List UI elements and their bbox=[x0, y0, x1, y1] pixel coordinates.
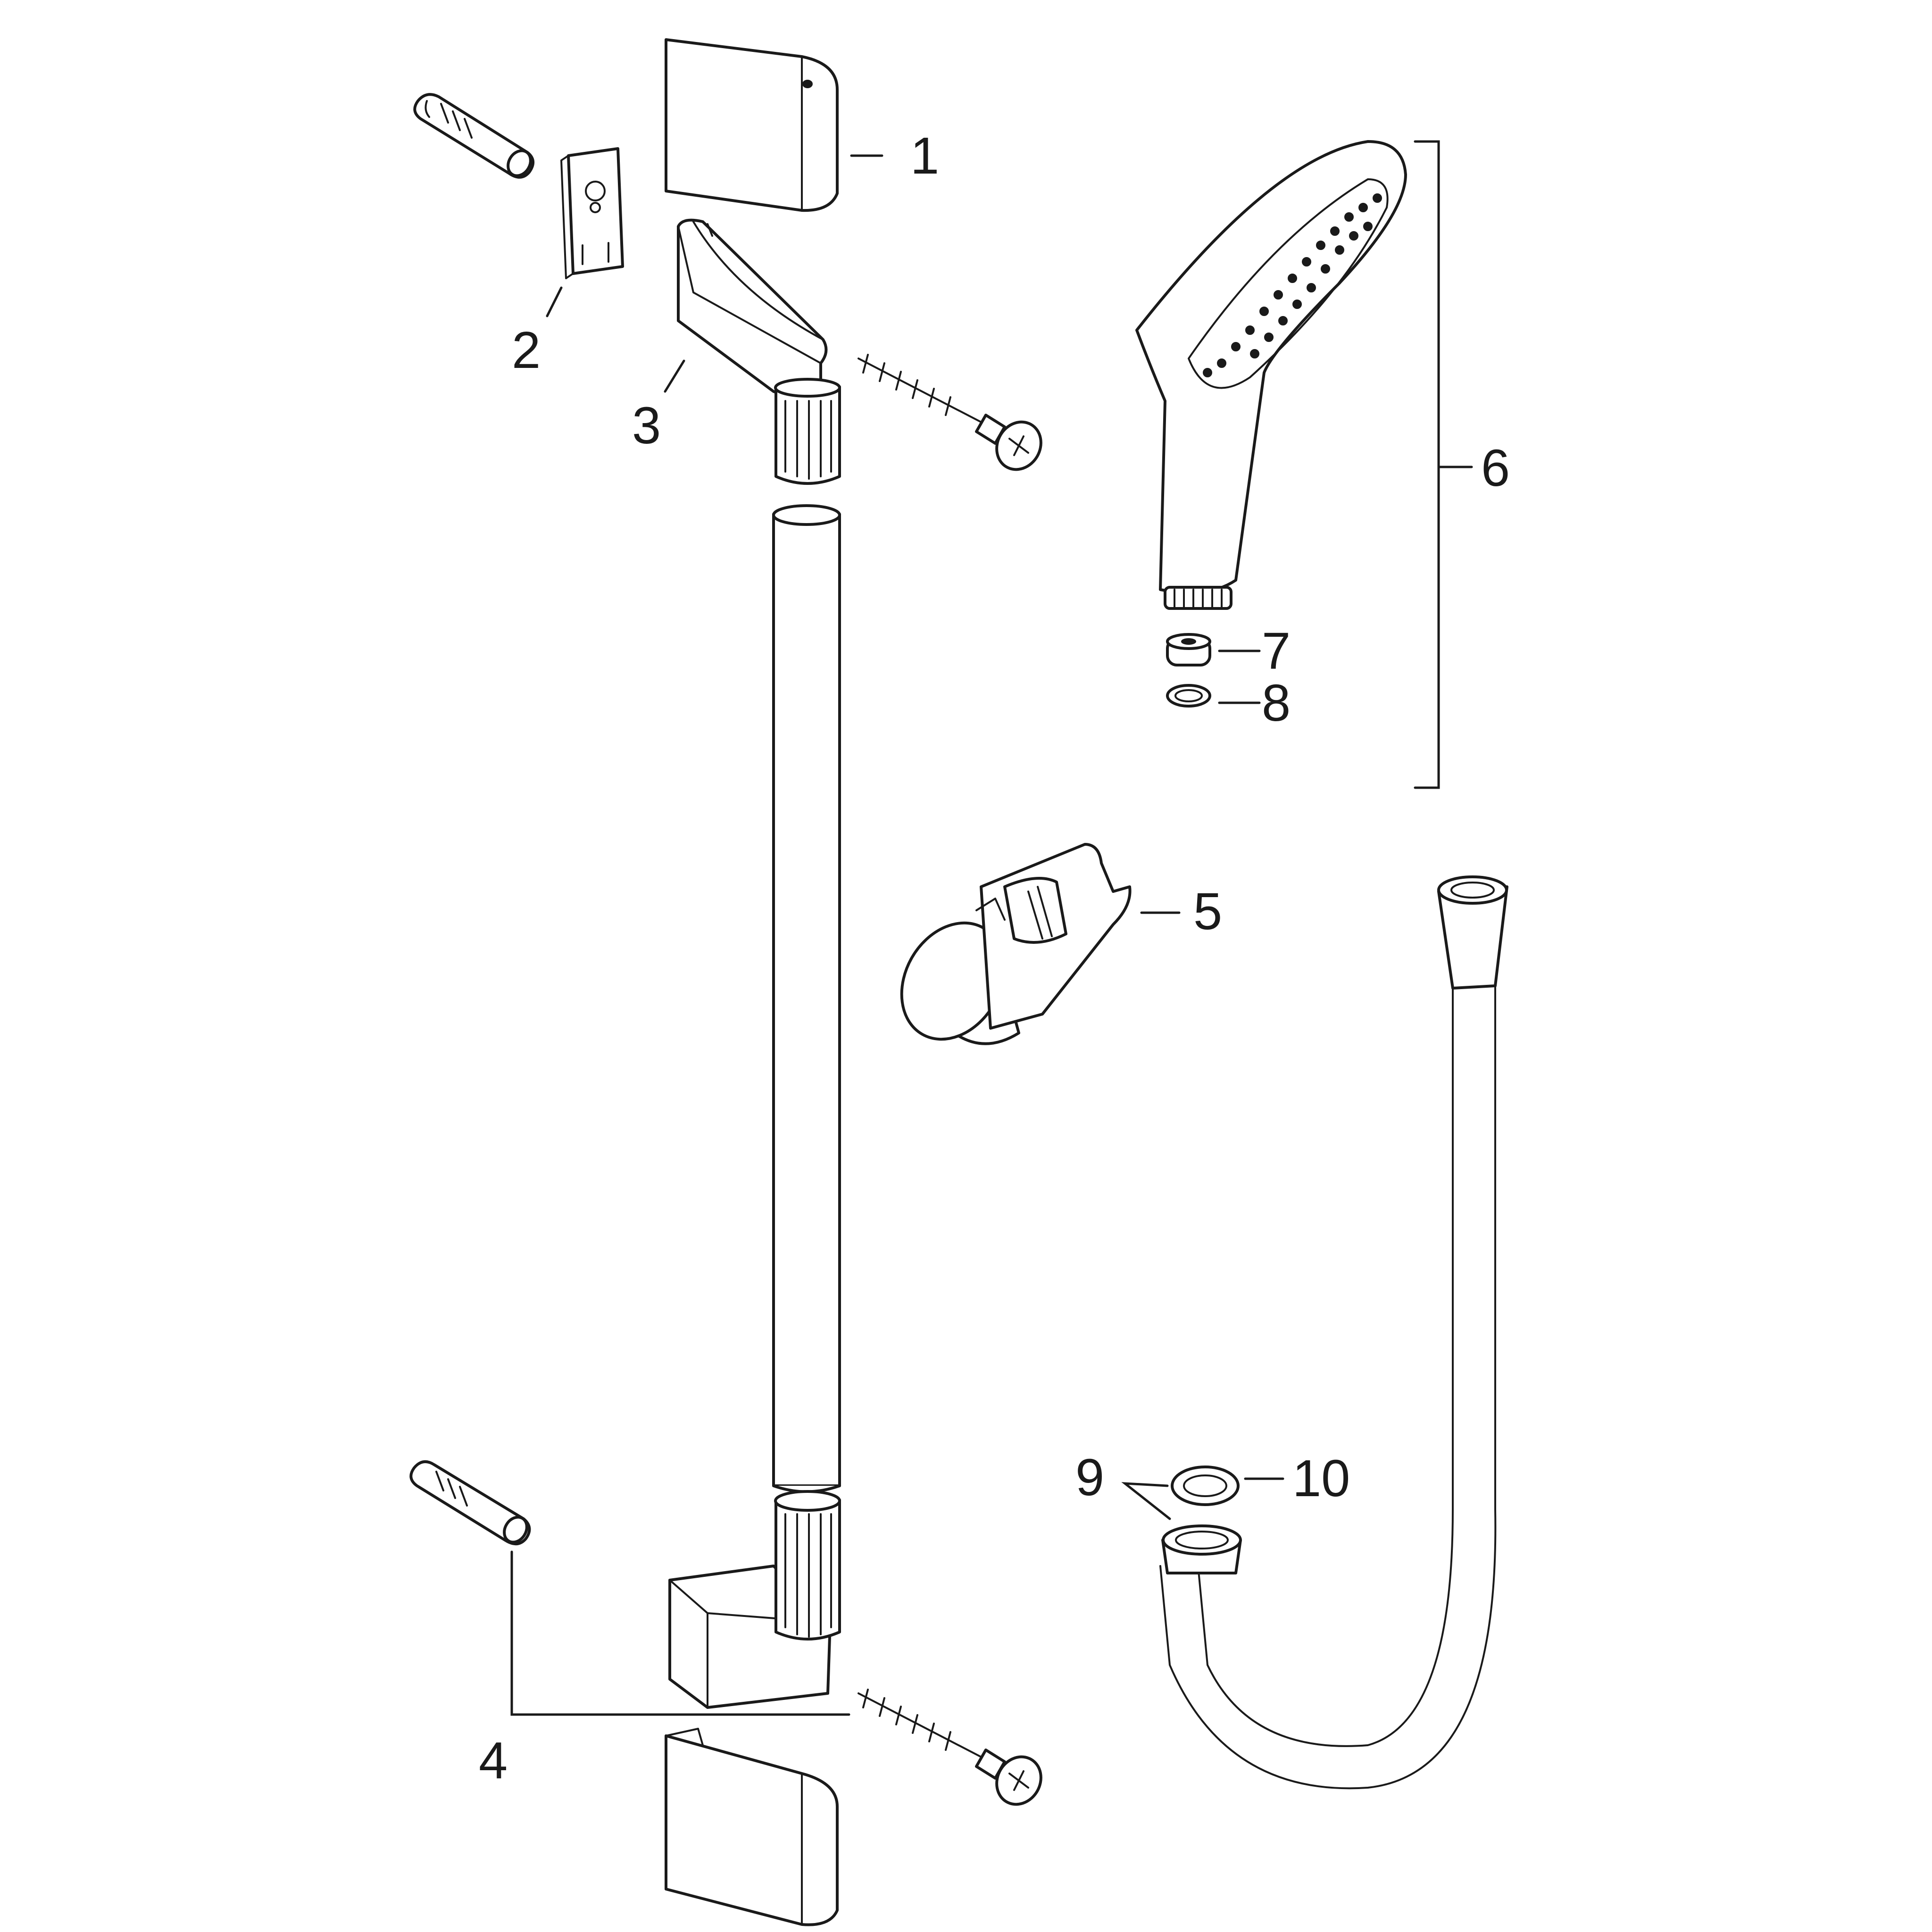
flow-restrictor bbox=[1166, 633, 1211, 666]
callout-2: 2 bbox=[512, 321, 541, 379]
knurled-insert-upper bbox=[774, 378, 841, 485]
shower-holder-slider bbox=[900, 843, 1132, 1045]
wall-plug-top bbox=[413, 93, 534, 179]
spray-nozzles bbox=[1203, 193, 1382, 377]
top-end-cover bbox=[665, 38, 839, 212]
leader-line-4 bbox=[510, 1550, 850, 1716]
screw-bottom bbox=[858, 1689, 1042, 1806]
screw-top bbox=[858, 354, 1042, 471]
leader-line-3 bbox=[664, 359, 685, 393]
callout-9: 9 bbox=[1075, 1449, 1104, 1507]
callout-4: 4 bbox=[479, 1732, 508, 1790]
wall-plug-bottom bbox=[409, 1460, 531, 1545]
shower-hose bbox=[1159, 875, 1508, 1790]
hose-washer bbox=[1171, 1466, 1240, 1506]
bottom-end-cover bbox=[665, 1728, 839, 1926]
bracket-6 bbox=[1414, 140, 1440, 789]
wall-bracket-plate bbox=[560, 147, 624, 279]
hand-shower bbox=[1135, 140, 1407, 610]
upper-rail-bracket bbox=[677, 218, 828, 398]
leader-line-2 bbox=[546, 286, 563, 317]
callout-7: 7 bbox=[1262, 622, 1291, 680]
callout-6: 6 bbox=[1481, 439, 1510, 497]
slide-rail-pipe bbox=[772, 504, 841, 1493]
filter-washer bbox=[1166, 684, 1211, 708]
hose-nut-lower bbox=[1161, 1524, 1242, 1574]
callout-5: 5 bbox=[1193, 883, 1222, 941]
callout-10: 10 bbox=[1292, 1449, 1350, 1507]
leader-line-9 bbox=[1121, 1482, 1171, 1520]
callout-8: 8 bbox=[1262, 674, 1291, 732]
callout-3: 3 bbox=[632, 397, 661, 455]
knurled-insert-lower bbox=[774, 1490, 841, 1641]
callout-1: 1 bbox=[910, 127, 939, 185]
